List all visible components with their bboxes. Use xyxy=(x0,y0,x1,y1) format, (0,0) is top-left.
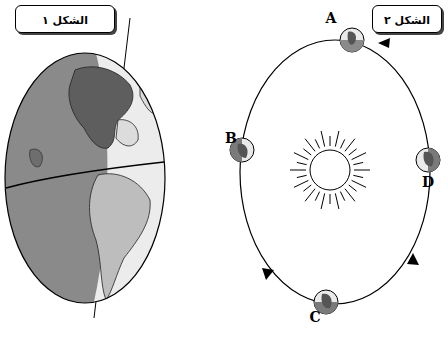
sun-ray xyxy=(349,149,357,155)
position-letter: D xyxy=(422,174,434,190)
sun-ray xyxy=(354,170,370,171)
sun-ray xyxy=(294,180,308,187)
sun-ray xyxy=(297,175,307,177)
sun-ray xyxy=(352,180,366,187)
sun-ray xyxy=(352,153,366,160)
sun-ray xyxy=(294,153,308,160)
sun-ray xyxy=(340,192,344,201)
sun-ray xyxy=(321,131,325,147)
earth-position xyxy=(416,148,440,172)
orbit-arrow xyxy=(407,253,419,265)
sun xyxy=(290,131,370,209)
sun-ray xyxy=(303,149,311,155)
sun-ray xyxy=(297,162,307,164)
sun-ray xyxy=(305,139,315,152)
sun-ray xyxy=(290,170,306,171)
sun-ray xyxy=(315,192,319,201)
sun-ray xyxy=(349,185,357,191)
earth-position xyxy=(340,28,364,52)
figure-label-box: الشكل ١ xyxy=(15,5,115,33)
sun-ray xyxy=(345,189,355,202)
figure-title: الشكل ١ xyxy=(42,11,88,30)
sun-ray xyxy=(330,136,331,146)
equator xyxy=(6,162,164,188)
sun-ray xyxy=(340,139,344,148)
sun-ray xyxy=(321,193,325,209)
sun-ray xyxy=(303,185,311,191)
sun-ray xyxy=(330,194,331,204)
globe xyxy=(0,50,170,310)
position-letter: C xyxy=(309,309,320,325)
position-letter: B xyxy=(225,130,237,146)
orbit-arrow xyxy=(378,38,390,48)
orbit xyxy=(240,40,430,304)
figure-title: الشكل ٢ xyxy=(384,11,430,30)
sun-ray xyxy=(305,189,315,202)
sun-ray xyxy=(345,139,355,152)
sun-ray xyxy=(335,131,339,147)
sun-ray xyxy=(315,139,319,148)
position-letter: A xyxy=(326,10,337,26)
orbit-arrow xyxy=(262,268,274,280)
sun-ray xyxy=(353,162,363,164)
sun-ray xyxy=(335,193,339,209)
sun-ray xyxy=(353,175,363,177)
figure-label-box: الشكل ٢ xyxy=(372,5,442,33)
